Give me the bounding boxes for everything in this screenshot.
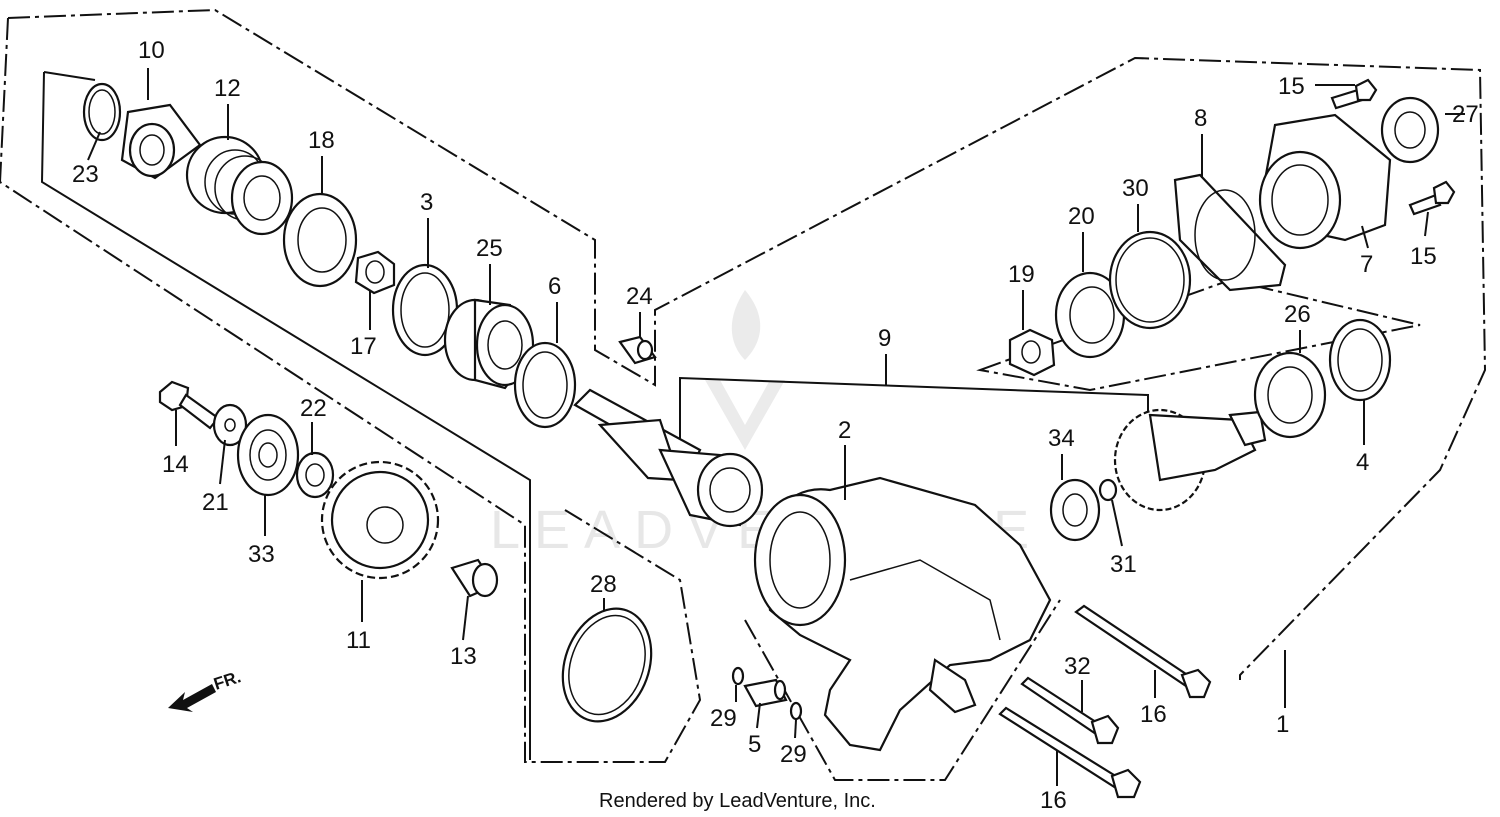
- left-lower-outline: [0, 17, 702, 763]
- left-upper-bracket: [43, 71, 96, 81]
- pinion-shaft-part-9: [573, 388, 764, 528]
- o-ring-part-28: [561, 607, 653, 723]
- callout-15-upper: 15: [1278, 73, 1305, 100]
- callout-28: 28: [590, 571, 617, 598]
- pin-part-5: [743, 678, 788, 708]
- callout-21: 21: [202, 489, 229, 516]
- housing-box-outline: [744, 599, 1061, 781]
- callout-27: 27: [1452, 101, 1479, 128]
- nut-part-19: [1008, 328, 1056, 377]
- callout-19: 19: [1008, 261, 1035, 288]
- seal-part-27: [1380, 96, 1440, 164]
- front-arrow-icon: [168, 684, 216, 712]
- bolt-part-16-lower: [998, 706, 1142, 799]
- gasket-part-8: [1173, 173, 1287, 292]
- callout-labels: 10 12 18 23 3 25 17 6 24 15 27 8 30 20 1…: [72, 37, 1479, 814]
- callout-32: 32: [1064, 653, 1091, 680]
- callout-34: 34: [1048, 425, 1075, 452]
- gear-part-11: [320, 460, 440, 580]
- small-box-outline: [976, 278, 1421, 392]
- callout-24: 24: [626, 283, 653, 310]
- callout-30: 30: [1122, 175, 1149, 202]
- front-direction-label: FR.: [211, 667, 243, 694]
- callout-6: 6: [548, 273, 561, 300]
- bearing-part-25: [443, 298, 535, 390]
- callout-11: 11: [346, 627, 371, 654]
- spring-part-12: [185, 135, 294, 236]
- collar-part-22: [295, 451, 335, 499]
- callout-16-upper: 16: [1140, 701, 1167, 728]
- bearing-part-26: [1253, 351, 1327, 439]
- callout-29-left: 29: [710, 705, 737, 732]
- coupling-part-10: [120, 103, 202, 180]
- callout-8: 8: [1194, 105, 1207, 132]
- washer-part-21: [212, 403, 248, 447]
- bolt-part-15-upper: [1330, 78, 1378, 110]
- bushing-part-13: [450, 558, 499, 598]
- callout-16-lower: 16: [1040, 787, 1067, 814]
- callout-1: 1: [1276, 711, 1289, 738]
- callout-13: 13: [450, 643, 477, 670]
- o-ring-part-30: [1108, 230, 1192, 330]
- callout-33: 33: [248, 541, 275, 568]
- callout-26: 26: [1284, 301, 1311, 328]
- callout-18: 18: [308, 127, 335, 154]
- callout-10: 10: [138, 37, 165, 64]
- callout-23: 23: [72, 161, 99, 188]
- circlip-part-23: [82, 82, 122, 142]
- callout-4: 4: [1356, 449, 1369, 476]
- left-lower-bracket: [40, 71, 531, 760]
- bearing-part-34: [1049, 478, 1101, 542]
- callout-25: 25: [476, 235, 503, 262]
- bolt-part-16-upper: [1074, 604, 1212, 699]
- o-ring-part-31: [1098, 478, 1118, 502]
- shim-part-4: [1328, 318, 1392, 402]
- callout-3: 3: [420, 189, 433, 216]
- dowel-part-24: [618, 335, 657, 365]
- housing-part-2: [753, 476, 1052, 752]
- callout-22: 22: [300, 395, 327, 422]
- callout-12: 12: [214, 75, 241, 102]
- callout-7: 7: [1360, 251, 1373, 278]
- bearing-holder-part-7: [1258, 113, 1392, 250]
- callout-14: 14: [162, 451, 189, 478]
- callout-17: 17: [350, 333, 377, 360]
- callout-29-right: 29: [780, 741, 807, 768]
- bearing-part-33: [236, 413, 300, 497]
- callout-15-lower: 15: [1410, 243, 1437, 270]
- group-outlines: [0, 8, 1487, 781]
- nut-part-17: [354, 250, 396, 295]
- cam-part-18: [282, 192, 358, 288]
- shim-part-3: [391, 263, 459, 357]
- bolt-part-14: [158, 380, 220, 430]
- pinion-group-bracket: [679, 376, 1149, 455]
- callout-2: 2: [838, 417, 851, 444]
- callout-9: 9: [878, 325, 891, 352]
- clip-part-29-left: [731, 666, 745, 686]
- ring-gear-assembly: [1113, 408, 1267, 512]
- callout-31: 31: [1110, 551, 1137, 578]
- callout-5: 5: [748, 731, 761, 758]
- bolt-part-15-lower: [1408, 180, 1456, 216]
- bolt-part-32: [1020, 676, 1120, 745]
- clip-part-29-right: [789, 701, 803, 721]
- front-direction-indicator: FR.: [168, 667, 243, 712]
- leader-lines: [87, 68, 1465, 786]
- footer-credit: Rendered by LeadVenture, Inc.: [599, 790, 876, 812]
- upper-left-outline: [7, 8, 1487, 680]
- shim-part-6: [513, 341, 577, 429]
- callout-20: 20: [1068, 203, 1095, 230]
